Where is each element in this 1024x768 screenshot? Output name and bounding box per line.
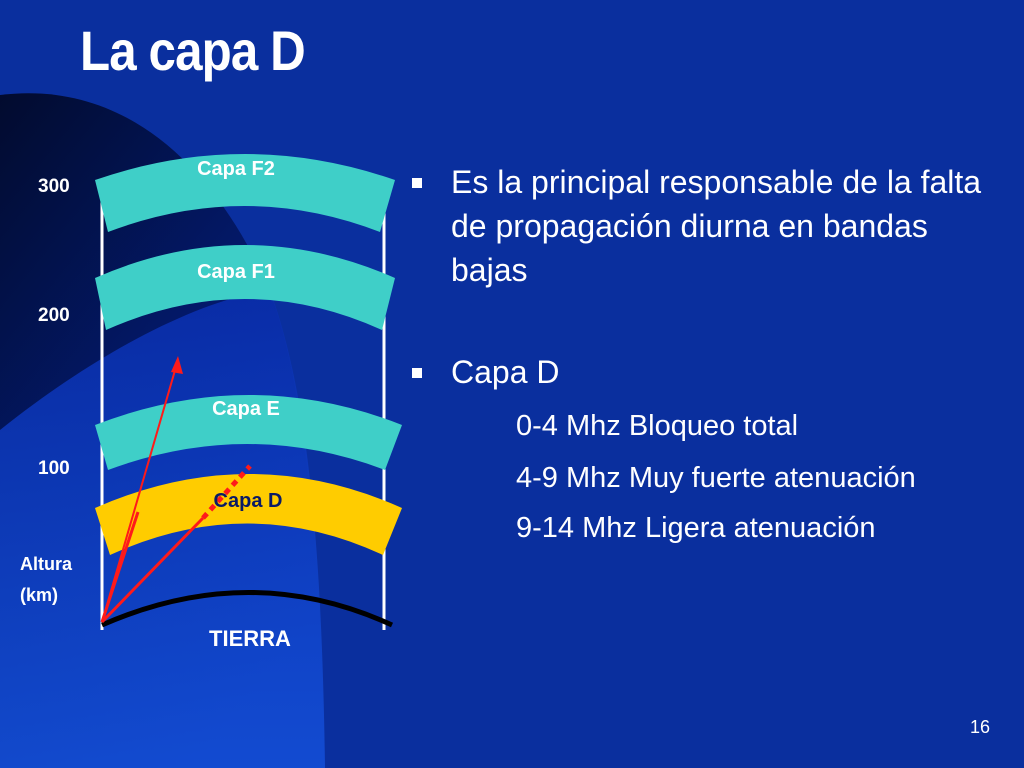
frequency-item-light-attenuation: 9-14 Mhz Ligera atenuación bbox=[516, 512, 876, 544]
frequency-item-blocking: 0-4 Mhz Bloqueo total bbox=[516, 410, 799, 442]
bullet-text-1: Es la principal responsable de la falta … bbox=[451, 164, 982, 288]
axis-title-km: (km) bbox=[20, 585, 59, 605]
ray-attenuated-dotted bbox=[201, 464, 252, 520]
bullet-item-1: Es la principal responsable de la falta … bbox=[412, 160, 1012, 292]
bullet-text-2: Capa D bbox=[451, 354, 560, 390]
ray-arrowhead bbox=[171, 356, 183, 374]
layer-f1-label: Capa F1 bbox=[197, 261, 275, 283]
bullet-item-2: Capa D bbox=[412, 350, 560, 394]
layer-f2-band bbox=[95, 154, 395, 232]
layer-e-label: Capa E bbox=[212, 398, 280, 420]
frequency-item-strong-attenuation: 4-9 Mhz Muy fuerte atenuación bbox=[516, 462, 916, 494]
layer-e-band bbox=[95, 395, 402, 470]
earth-curve bbox=[100, 590, 394, 628]
slide-title: La capa D bbox=[80, 19, 306, 82]
ground-label: TIERRA bbox=[209, 626, 291, 651]
axis-title-altura: Altura bbox=[20, 554, 73, 574]
altitude-tick-100: 100 bbox=[38, 458, 70, 479]
ray-medium-frequency bbox=[100, 516, 205, 624]
layer-d-band bbox=[95, 474, 402, 555]
layer-f1-band bbox=[95, 245, 395, 330]
altitude-tick-200: 200 bbox=[38, 305, 70, 326]
altitude-tick-300: 300 bbox=[38, 176, 70, 197]
layer-f2-label: Capa F2 bbox=[197, 158, 275, 180]
bullet-square-icon bbox=[412, 368, 422, 378]
page-number: 16 bbox=[969, 717, 990, 737]
ray-high-frequency bbox=[101, 359, 179, 623]
bullet-square-icon bbox=[412, 178, 422, 188]
layer-d-label: Capa D bbox=[214, 490, 283, 512]
